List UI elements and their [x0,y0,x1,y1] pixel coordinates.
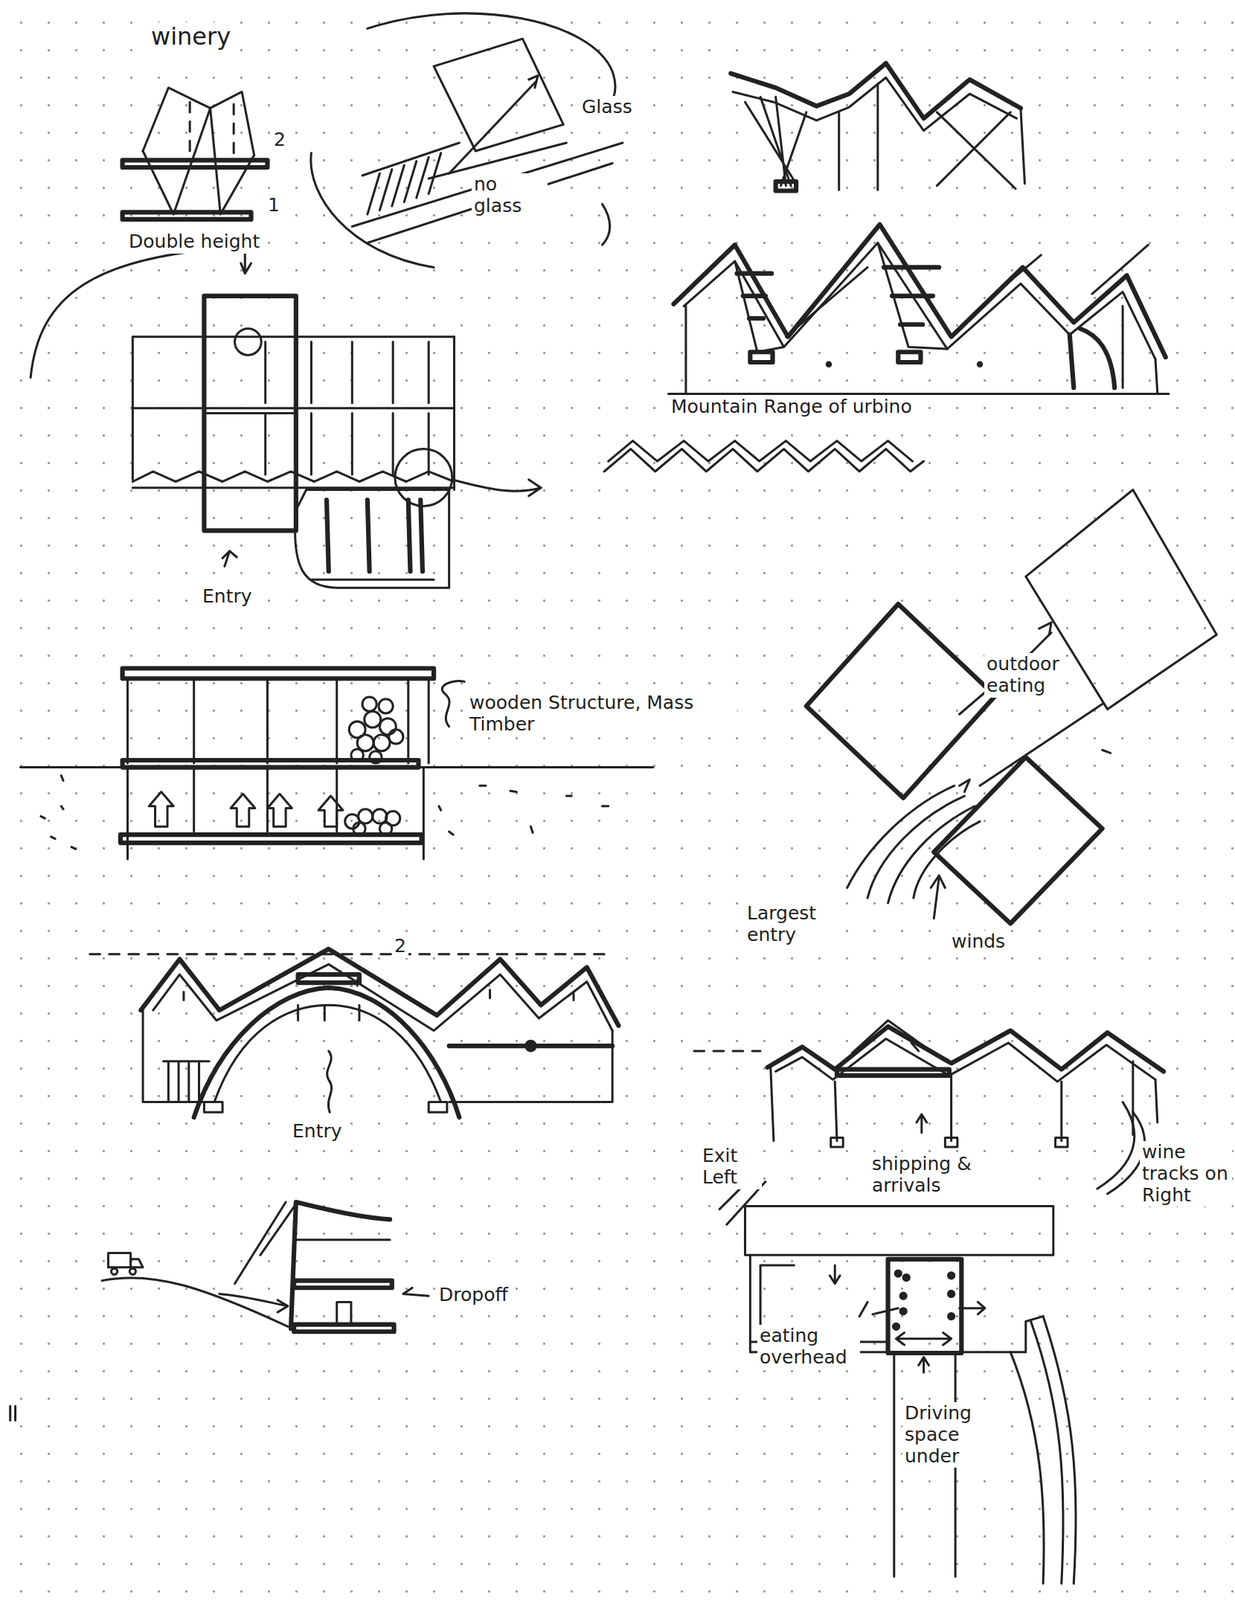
sketch-label: Double height [126,230,262,254]
sketch-title: winery [148,22,233,52]
sketch-label: Entry [290,1120,345,1144]
sketch-label: Glass [579,95,635,120]
sketch-note: wooden Structure, Mass Timber [467,691,738,737]
sketch-label: wine tracks on Right [1139,1141,1233,1207]
sketch-label: eating overhead [757,1325,861,1370]
callout-number: 1 [265,194,282,218]
sketch-label: winds [949,930,1008,954]
sketch-label: Mountain Range of urbino [668,395,915,419]
sketch-label: Largest entry [744,902,832,948]
small-zigzag [604,441,924,472]
winery-plan [30,247,541,588]
winery-section [122,87,268,220]
shipping-plan [744,1205,1076,1584]
sketch-label: Entry [200,585,255,609]
callout-number: 2 [392,935,409,959]
shipping-section [694,1020,1164,1225]
sketch-label: outdoor eating [984,653,1063,698]
margin-mark [10,1406,16,1421]
arch-entry-section [90,949,619,1118]
zigzag-roof-sketch [730,63,1025,191]
callout-number: 2 [271,128,288,152]
rotated-plan [806,489,1218,924]
sketch-label: Dropoff [436,1284,511,1308]
dropoff-section [101,1202,429,1332]
sketch-label: Driving space under [902,1402,995,1468]
sketch-label: shipping & arrivals [869,1153,1018,1198]
mountain-range-section [668,224,1169,395]
sketch-label: no glass [471,173,548,218]
sketch-label: Exit Left [700,1144,762,1190]
glass-site-diagram [310,13,623,268]
